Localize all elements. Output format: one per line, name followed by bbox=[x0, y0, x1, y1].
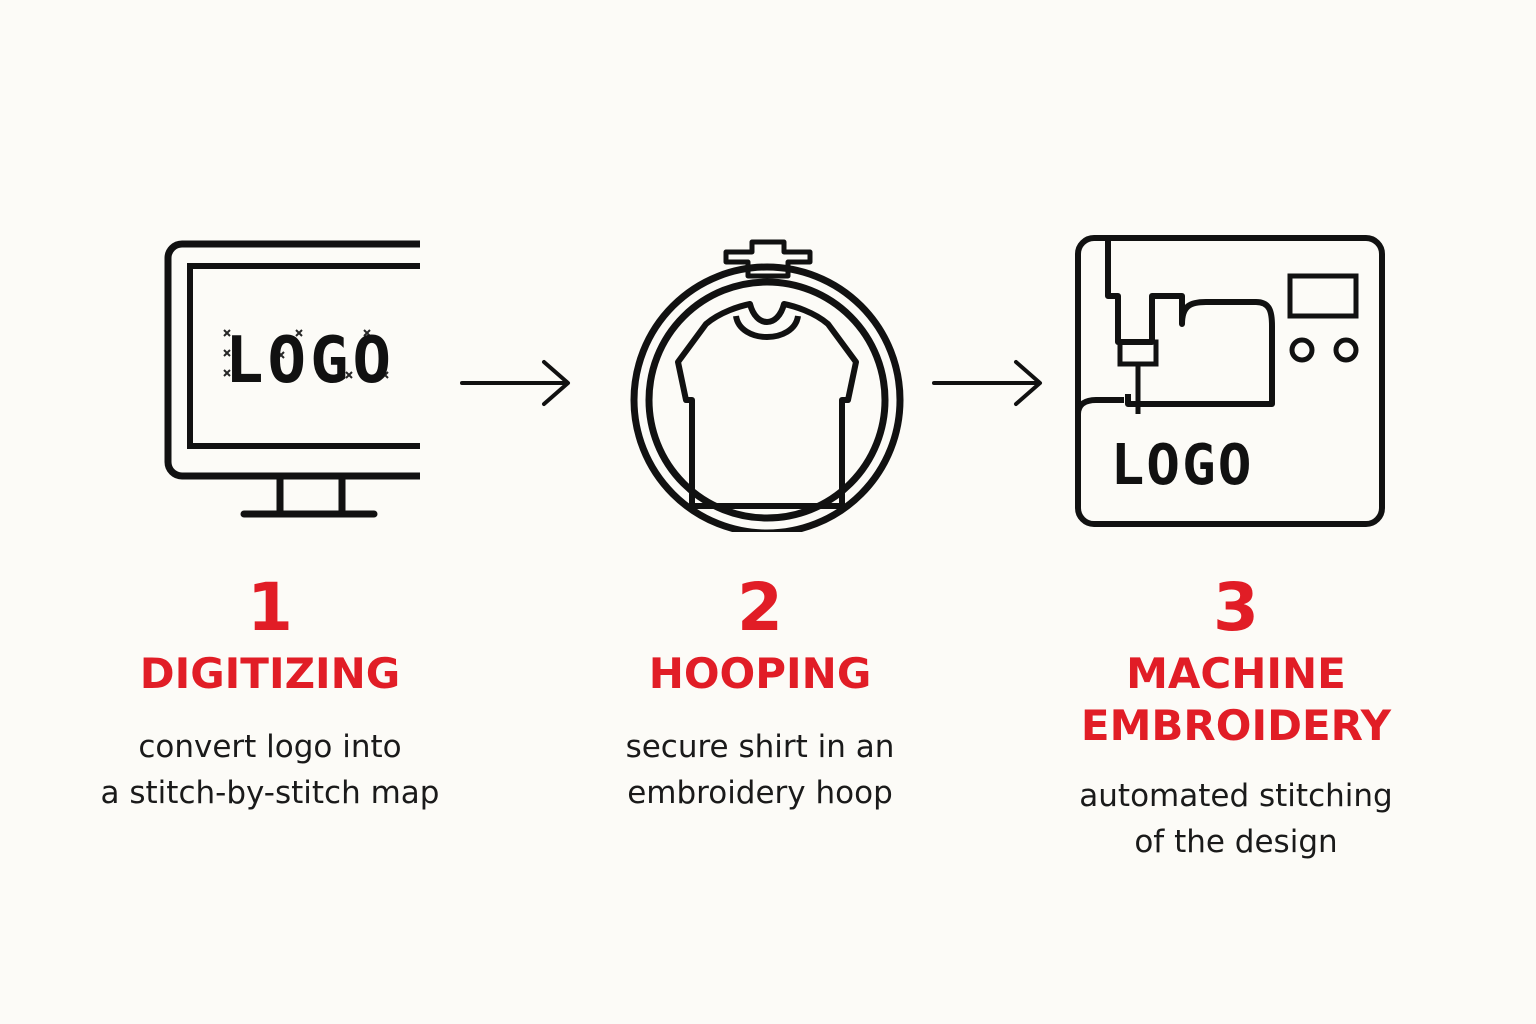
step-description: convert logo into a stitch-by-stitch map bbox=[100, 729, 440, 811]
step-title: DIGITIZING bbox=[139, 649, 401, 698]
embroidery-machine-icon: LOGO bbox=[1046, 232, 1426, 532]
step-title: MACHINE EMBROIDERY bbox=[1080, 649, 1392, 750]
arrow-right-icon bbox=[460, 360, 570, 406]
monitor-icon: LOGO bbox=[80, 232, 460, 532]
embroidery-hoop-icon bbox=[570, 232, 950, 532]
step-description: automated stitching of the design bbox=[1079, 778, 1393, 860]
stitched-logo-text: LOGO bbox=[225, 324, 395, 398]
step-number: 3 bbox=[1213, 569, 1259, 646]
stitched-logo-text: LOGO bbox=[1111, 433, 1254, 498]
step-number: 2 bbox=[737, 569, 783, 646]
step-number: 1 bbox=[247, 569, 293, 646]
step-description: secure shirt in an embroidery hoop bbox=[625, 729, 895, 811]
arrow-right-icon bbox=[932, 360, 1042, 406]
step-title: HOOPING bbox=[648, 649, 872, 698]
